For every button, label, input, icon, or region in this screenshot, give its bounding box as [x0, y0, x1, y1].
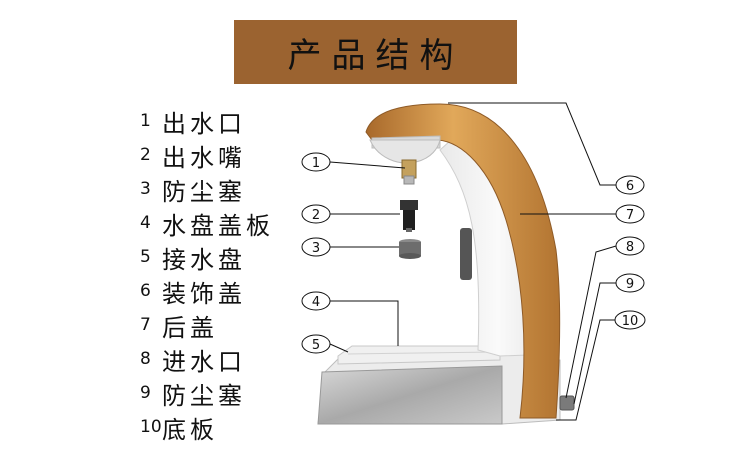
legend-number: 3 [140, 179, 151, 199]
legend-item: 1 出水口 [140, 104, 274, 138]
leader-line-5 [329, 343, 349, 353]
legend-label: 后盖 [162, 313, 218, 342]
title-banner: 产品结构 [234, 20, 517, 84]
parts-legend: 1 出水口 2 出水嘴 3 防尘塞 4 水盘盖板 5 接水盘 6 装饰盖 7 后… [140, 104, 274, 444]
legend-number: 5 [140, 247, 151, 267]
legend-label: 装饰盖 [162, 279, 246, 308]
callout-5: 5 [301, 334, 331, 354]
callout-10: 10 [614, 310, 646, 330]
leader-line-1 [329, 161, 406, 169]
callout-4: 4 [301, 291, 331, 311]
callout-badges: 1 2 3 4 5 6 7 8 [301, 152, 646, 354]
callout-text: 7 [626, 208, 634, 223]
leader-line-6 [448, 102, 616, 186]
legend-number: 10 [140, 417, 162, 437]
spout-part [400, 200, 418, 232]
legend-number: 1 [140, 111, 151, 131]
callout-text: 4 [312, 295, 320, 310]
leader-line-9 [573, 282, 616, 405]
callout-text: 9 [626, 277, 634, 292]
base-plate [317, 351, 561, 425]
callout-text: 3 [312, 241, 320, 256]
legend-number: 8 [140, 349, 151, 369]
callout-2: 2 [301, 204, 331, 224]
page-title: 产品结构 [287, 35, 464, 76]
legend-number: 4 [140, 213, 151, 233]
legend-label: 水盘盖板 [162, 211, 274, 240]
indicator-panel [460, 228, 472, 280]
legend-item: 2 出水嘴 [140, 138, 274, 172]
callout-8: 8 [615, 236, 645, 256]
legend-number: 9 [140, 383, 151, 403]
legend-number: 2 [140, 145, 151, 165]
callout-1: 1 [301, 152, 331, 172]
water-outlet [369, 139, 441, 185]
legend-item: 6 装饰盖 [140, 274, 274, 308]
callout-3: 3 [301, 237, 331, 257]
legend-label: 出水嘴 [162, 143, 246, 172]
callout-text: 5 [312, 338, 320, 353]
legend-label: 接水盘 [162, 245, 246, 274]
legend-number: 7 [140, 315, 151, 335]
callout-text: 2 [312, 208, 320, 223]
legend-item: 4 水盘盖板 [140, 206, 274, 240]
rear-inlet [559, 395, 575, 411]
legend-item: 10 底板 [140, 410, 274, 444]
callout-text: 10 [622, 314, 639, 329]
callout-6: 6 [615, 175, 645, 195]
legend-label: 进水口 [162, 347, 246, 376]
leader-line-10 [556, 319, 616, 421]
leader-line-4 [330, 300, 399, 346]
legend-number: 6 [140, 281, 151, 301]
legend-item: 9 防尘塞 [140, 376, 274, 410]
legend-label: 出水口 [162, 109, 246, 138]
legend-label: 底板 [162, 415, 218, 444]
legend-item: 5 接水盘 [140, 240, 274, 274]
legend-item: 7 后盖 [140, 308, 274, 342]
legend-label: 防尘塞 [162, 381, 246, 410]
callout-7: 7 [615, 204, 645, 224]
legend-label: 防尘塞 [162, 177, 246, 206]
callout-text: 6 [626, 179, 634, 194]
leader-line-8 [565, 245, 617, 399]
legend-item: 8 进水口 [140, 342, 274, 376]
callout-text: 8 [626, 240, 634, 255]
leader-lines [329, 102, 617, 421]
legend-item: 3 防尘塞 [140, 172, 274, 206]
callout-9: 9 [615, 273, 645, 293]
dust-plug [399, 239, 421, 259]
callout-text: 1 [312, 156, 320, 171]
